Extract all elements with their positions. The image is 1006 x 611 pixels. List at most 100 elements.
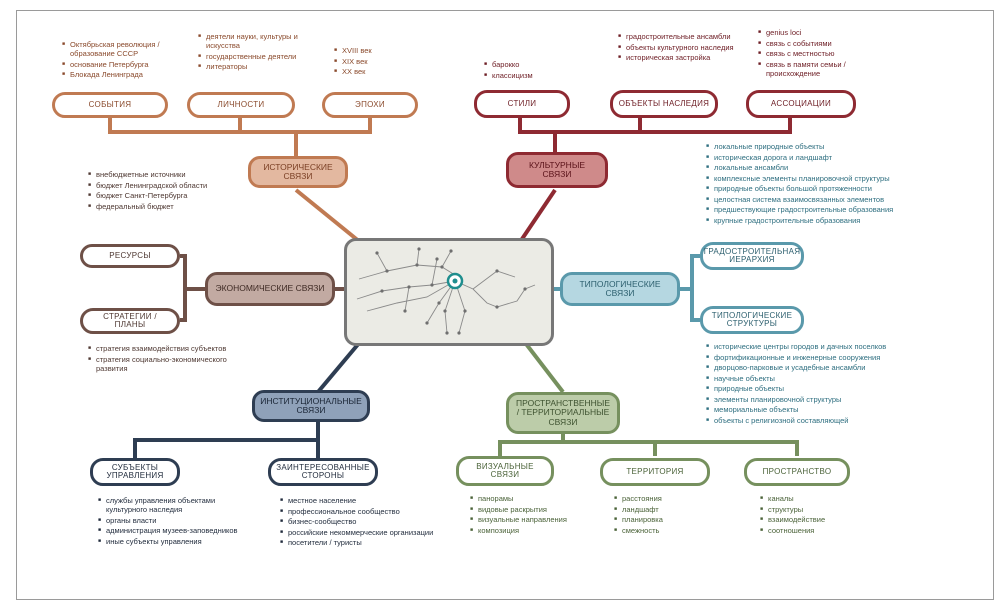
node-heritage-objects: ОБЪЕКТЫ НАСЛЕДИЯ [610,90,718,118]
node-territory: ТЕРРИТОРИЯ [600,458,710,486]
connector-historical [294,188,362,244]
list-item: профессиональное сообщество [280,507,440,516]
list-item: взаимодействие [760,515,870,524]
list-item: стратегия социально-экономического разви… [88,355,228,373]
list-item: видовые раскрытия [470,505,600,514]
list-item: администрация музеев-заповедников [98,526,248,535]
list-item: соотношения [760,526,870,535]
category-cultural: КУЛЬТУРНЫЕ СВЯЗИ [506,152,608,188]
list-governance-subjects: службы управления объектами культурного … [98,496,248,547]
list-item: классицизм [484,71,564,80]
list-budgets: внебюджетные источники бюджет Ленинградс… [88,170,228,212]
list-item: расстояния [614,494,714,503]
list-item: фортификационные и инженерные сооружения [706,353,966,362]
list-item: стратегия взаимодействия субъектов [88,344,228,353]
list-heritage-objects: градостроительные ансамбли объекты культ… [618,32,738,64]
category-economic: ЭКОНОМИЧЕСКИЕ СВЯЗИ [205,272,335,306]
list-epochs: XVIII век XIX век XX век [334,46,404,78]
connector-historical-branches [108,115,372,160]
list-item: панорамы [470,494,600,503]
connector-cultural-branches [518,117,792,155]
list-item: каналы [760,494,870,503]
list-item: предшествующие градостроительные образов… [706,205,976,214]
list-item: смежность [614,526,714,535]
connector-economic-branches [180,254,205,322]
list-item: целостная система взаимосвязанных элемен… [706,195,976,204]
node-associations: АССОЦИАЦИИ [746,90,856,118]
list-item: объекты с религиозной составляющей [706,416,966,425]
node-visual-links: ВИЗУАЛЬНЫЕ СВЯЗИ [456,456,554,486]
list-item: основание Петербурга [62,60,194,69]
list-item: бизнес-сообщество [280,517,440,526]
list-item: XVIII век [334,46,404,55]
node-epochs: ЭПОХИ [322,92,418,118]
list-associations: genius loci связь с событиями связь с ме… [758,28,874,79]
list-styles: барокко классицизм [484,60,564,81]
list-item: комплексные элементы планировочной струк… [706,174,976,183]
list-item: органы власти [98,516,248,525]
list-item: бюджет Ленинградской области [88,181,228,190]
list-item: литераторы [198,62,318,71]
list-item: XX век [334,67,404,76]
list-item: историческая застройка [618,53,738,62]
node-urban-hierarchy: ГРАДОСТРОИТЕЛЬНАЯ ИЕРАРХИЯ [700,242,804,270]
list-personalities: деятели науки, культуры и искусства госу… [198,32,318,73]
node-space: ПРОСТРАНСТВО [744,458,850,486]
list-item: структуры [760,505,870,514]
list-item: бюджет Санкт-Петербурга [88,191,228,200]
list-territory: расстояния ландшафт планировка смежность [614,494,714,536]
route-map-graphic [356,247,536,335]
node-resources: РЕСУРСЫ [80,244,180,268]
node-personalities: ЛИЧНОСТИ [187,92,295,118]
connector-typological-branches [680,254,700,322]
list-item: природные объекты большой протяженности [706,184,976,193]
connector-spatial-branches [498,432,799,456]
category-spatial: ПРОСТРАНСТВЕННЫЕ / ТЕРРИТОРИАЛЬНЫЕ СВЯЗИ [506,392,620,434]
category-historical: ИСТОРИЧЕСКИЕ СВЯЗИ [248,156,348,188]
list-typological: исторические центры городов и дачных пос… [706,342,966,426]
list-events: Октябрьская революция / образование СССР… [62,40,194,81]
list-visual-links: панорамы видовые раскрытия визуальные на… [470,494,600,536]
list-item: научные объекты [706,374,966,383]
connector-cultural [518,188,557,244]
list-item: службы управления объектами культурного … [98,496,248,514]
list-item: XIX век [334,57,404,66]
list-item: деятели науки, культуры и искусства [198,32,318,50]
category-typological: ТИПОЛОГИЧЕСКИЕ СВЯЗИ [560,272,680,306]
list-item: ландшафт [614,505,714,514]
list-item: Блокада Ленинграда [62,70,194,79]
list-item: историческая дорога и ландшафт [706,153,976,162]
node-styles: СТИЛИ [474,90,570,118]
category-institutional: ИНСТИТУЦИОНАЛЬНЫЕ СВЯЗИ [252,390,370,422]
list-item: федеральный бюджет [88,202,228,211]
list-item: связь с событиями [758,39,874,48]
list-item: градостроительные ансамбли [618,32,738,41]
list-item: локальные природные объекты [706,142,976,151]
list-item: Октябрьская революция / образование СССР [62,40,194,58]
list-strategies: стратегия взаимодействия субъектов страт… [88,344,228,374]
node-strategies: СТРАТЕГИИ / ПЛАНЫ [80,308,180,334]
list-item: посетители / туристы [280,538,440,547]
list-item: государственные деятели [198,52,318,61]
list-item: внебюджетные источники [88,170,228,179]
list-item: планировка [614,515,714,524]
list-item: природные объекты [706,384,966,393]
list-item: связь с местностью [758,49,874,58]
list-item: локальные ансамбли [706,163,976,172]
list-item: барокко [484,60,564,69]
list-item: крупные градостроительные образования [706,216,976,225]
list-item: мемориальные объекты [706,405,966,414]
list-item: визуальные направления [470,515,600,524]
node-governance-subjects: СУБЪЕКТЫ УПРАВЛЕНИЯ [90,458,180,486]
list-item: исторические центры городов и дачных пос… [706,342,966,351]
list-item: дворцово-парковые и усадебные ансамбли [706,363,966,372]
node-typological-structures: ТИПОЛОГИЧЕСКИЕ СТРУКТУРЫ [700,306,804,334]
list-item: объекты культурного наследия [618,43,738,52]
list-item: российские некоммерческие организации [280,528,440,537]
list-item: связь в памяти семьи / происхождение [758,60,874,78]
center-map-panel [344,238,554,346]
list-item: genius loci [758,28,874,37]
list-item: элементы планировочной структуры [706,395,966,404]
list-space: каналы структуры взаимодействие соотноше… [760,494,870,536]
